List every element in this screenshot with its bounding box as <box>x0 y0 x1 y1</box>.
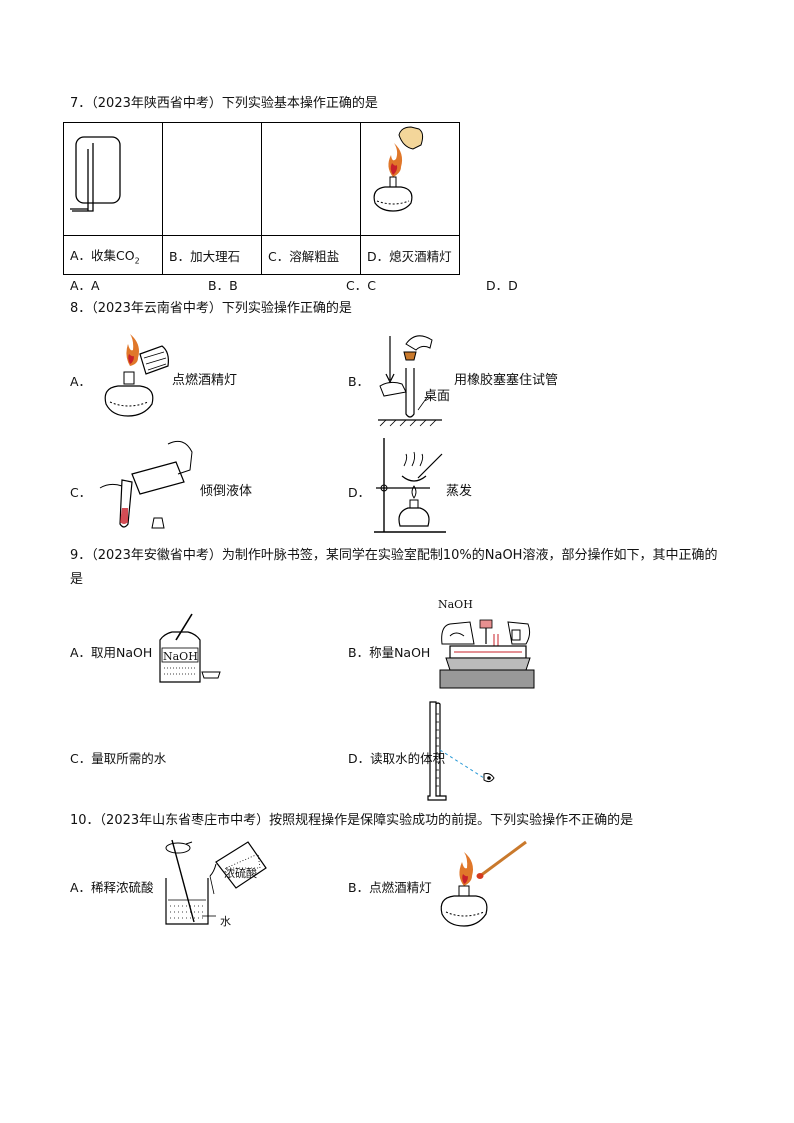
q7-caption-c: C．溶解粗盐 <box>261 235 361 275</box>
q10-option-b-label[interactable]: B．点燃酒精灯 <box>348 880 432 895</box>
pouring-liquid-icon <box>99 440 193 529</box>
diluting-sulfuric-acid-icon <box>165 839 267 925</box>
q7-caption-a: A．收集CO2 <box>63 235 163 275</box>
q9-option-a-label[interactable]: A．取用NaOH <box>70 645 153 660</box>
lighting-lamp-with-lamp-icon <box>104 334 169 417</box>
q7-option-table: A．收集CO2 B．加大理石 C．溶解粗盐 D．熄灭酒精灯 <box>63 122 460 275</box>
q8-option-d-label: 蒸发 <box>446 484 473 499</box>
q7-caption-d: D．熄灭酒精灯 <box>360 235 460 275</box>
q9-option-c-label[interactable]: C．量取所需的水 <box>70 751 167 766</box>
q9-option-b-paper-label: NaOH <box>438 598 473 611</box>
q8-option-c-letter[interactable]: C． <box>70 485 92 500</box>
q8-option-a-label: 点燃酒精灯 <box>172 373 238 388</box>
q10-option-a-label[interactable]: A．稀释浓硫酸 <box>70 880 154 895</box>
graduated-cylinder-eye-icon <box>427 701 495 801</box>
q7-choice-c[interactable]: C．C <box>346 278 376 293</box>
alcohol-lamp-cap-icon <box>373 126 424 212</box>
q9-option-d-label[interactable]: D．读取水的体积 <box>348 751 446 766</box>
lighting-lamp-with-match-icon <box>440 840 527 927</box>
q9-stem: 9．（2023年安徽省中考）为制作叶脉书签，某同学在实验室配制10%的NaOH溶… <box>70 548 718 587</box>
q8-option-a-letter[interactable]: A． <box>70 374 92 389</box>
q8-option-d-letter[interactable]: D． <box>348 485 371 500</box>
q7-choice-d[interactable]: D．D <box>486 278 518 293</box>
q7-choice-b[interactable]: B．B <box>208 278 238 293</box>
q8-option-b-label: 用橡胶塞塞住试管 <box>454 373 559 388</box>
q8-option-b-letter[interactable]: B． <box>348 374 370 389</box>
q7-stem: 7．（2023年陕西省中考）下列实验基本操作正确的是 <box>70 96 378 111</box>
stopper-test-tube-on-table-icon <box>378 335 442 427</box>
q7-cell-b-image <box>162 122 262 236</box>
q7-cell-d-image <box>360 122 460 236</box>
q7-cell-a-image <box>63 122 163 236</box>
q7-caption-b: B．加大理石 <box>162 235 262 275</box>
q10-option-a-annotation-water: 水 <box>220 915 231 928</box>
q7-choice-a[interactable]: A．A <box>70 278 100 293</box>
q8-option-b-table-annotation: 桌面 <box>424 389 451 404</box>
q7-cell-c-image <box>261 122 361 236</box>
q9-option-a-bottle-label: NaOH <box>163 650 198 663</box>
q8-option-c-label: 倾倒液体 <box>200 484 253 499</box>
reagent-bottle-spoon-icon <box>159 613 221 683</box>
q8-stem: 8．（2023年云南省中考）下列实验操作正确的是 <box>70 301 352 316</box>
q10-option-a-annotation-acid: 浓硫酸 <box>224 867 257 880</box>
evaporation-apparatus-icon <box>374 438 446 533</box>
q9-option-b-label[interactable]: B．称量NaOH <box>348 645 431 660</box>
balance-scale-icon <box>439 619 535 689</box>
q10-stem: 10．（2023年山东省枣庄市中考）按照规程操作是保障实验成功的前提。下列实验操… <box>70 813 634 828</box>
gas-collection-bottle-icon <box>70 136 121 212</box>
